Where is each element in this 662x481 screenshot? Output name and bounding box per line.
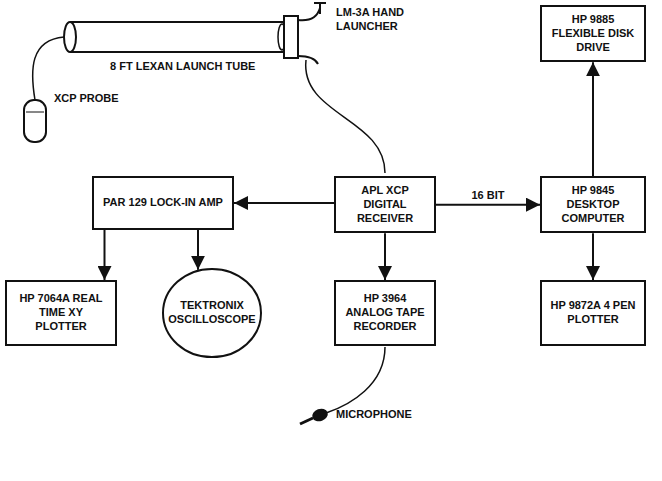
device-name: HP 3964 ANALOG TAPE RECORDER xyxy=(342,292,428,333)
signal-arrow xyxy=(384,233,386,280)
device-box: HP 9885 FLEXIBLE DISK DRIVE xyxy=(540,5,646,62)
probe-band xyxy=(26,112,44,113)
device-box: HP 9872A 4 PEN PLOTTER xyxy=(540,280,646,346)
device-name: APL XCP DIGITAL RECEIVER xyxy=(342,184,428,225)
signal-arrow xyxy=(104,230,106,280)
part-label: XCP PROBE xyxy=(54,92,134,106)
device-name: HP 9885 FLEXIBLE DISK DRIVE xyxy=(548,13,638,54)
device-name: TEKTRONIX OSCILLOSCOPE xyxy=(168,299,255,327)
device-box: HP 7064A REAL TIME XY PLOTTER xyxy=(5,280,117,346)
device-name: HP 7064A REAL TIME XY PLOTTER xyxy=(13,292,109,333)
part-label: MICROPHONE xyxy=(336,408,436,422)
microphone-head xyxy=(312,408,329,422)
cable xyxy=(306,60,385,173)
probe-wire xyxy=(33,37,64,100)
device-box: HP 9845 DESKTOP COMPUTER xyxy=(540,176,646,233)
signal-arrow xyxy=(592,62,594,176)
signal-arrow xyxy=(197,230,199,270)
tube-end xyxy=(64,22,76,52)
signal-arrow xyxy=(592,233,594,280)
edge-label: 16 BIT xyxy=(469,189,506,201)
part-label: 8 FT LEXAN LAUNCH TUBE xyxy=(110,60,280,74)
mic-cable xyxy=(326,347,385,413)
device-box: PAR 129 LOCK-IN AMP xyxy=(92,176,234,230)
hand-launcher xyxy=(284,16,298,58)
signal-arrow xyxy=(234,202,334,204)
device-ellipse: TEKTRONIX OSCILLOSCOPE xyxy=(162,268,262,358)
xcp-probe xyxy=(24,100,46,142)
launcher-handle xyxy=(298,2,326,64)
microphone-handle xyxy=(300,418,313,424)
launch-tube xyxy=(70,22,284,52)
device-box: APL XCP DIGITAL RECEIVER xyxy=(334,176,436,233)
device-name: PAR 129 LOCK-IN AMP xyxy=(103,196,223,210)
signal-arrow xyxy=(436,204,540,206)
part-label: LM-3A HAND LAUNCHER xyxy=(336,6,432,34)
device-name: HP 9872A 4 PEN PLOTTER xyxy=(548,299,638,327)
device-box: HP 3964 ANALOG TAPE RECORDER xyxy=(334,280,436,346)
device-name: HP 9845 DESKTOP COMPUTER xyxy=(548,184,638,225)
